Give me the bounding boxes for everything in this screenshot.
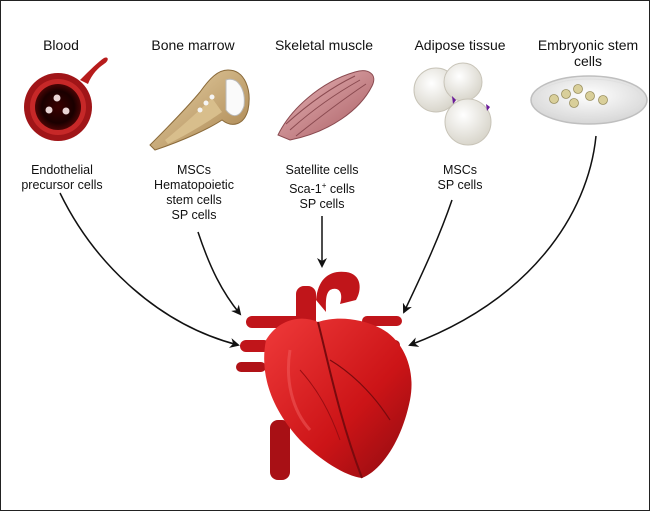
cell-type: Hematopoietic	[154, 178, 234, 192]
cell-type: precursor cells	[21, 178, 103, 192]
cell-type: MSCs	[442, 163, 478, 177]
muscle-icon	[277, 70, 375, 141]
cell-type: MSCs	[176, 163, 212, 177]
cells-bone-marrow: MSCs Hematopoietic stem cells SP cells	[142, 163, 246, 223]
source-title-bone-marrow: Bone marrow	[151, 37, 235, 53]
source-title-blood: Blood	[43, 37, 79, 53]
petri-dish-icon	[530, 75, 648, 125]
source-title-embryonic-stem-cells: Embryonic stem cells	[530, 37, 646, 69]
cell-type: SP cells	[171, 208, 217, 222]
arrow-adipose-tissue	[402, 199, 453, 314]
source-title-embryonic-line1: Embryonic stem	[537, 37, 639, 53]
cells-blood: Endothelial precursor cells	[14, 163, 110, 193]
source-title-skeletal-muscle: Skeletal muscle	[274, 37, 374, 53]
arrows	[59, 135, 597, 348]
cell-type: Endothelial	[31, 163, 93, 177]
sca1-label: Sca-1	[289, 182, 322, 197]
sca1-suffix: cells	[329, 182, 355, 197]
source-title-adipose-tissue: Adipose tissue	[414, 37, 506, 53]
fat-cells-icon	[413, 62, 492, 146]
heart-icon	[236, 271, 412, 480]
sca1-superscript: +	[321, 181, 327, 190]
arrow-bone-marrow	[197, 231, 242, 316]
arrow-embryonic-stem-cells	[408, 135, 597, 347]
cell-type: SP cells	[437, 178, 483, 192]
cell-type: SP cells	[299, 197, 345, 212]
blood-vessel-icon	[24, 57, 108, 141]
cells-skeletal-muscle: Satellite cells Sca-1+ cells SP cells	[270, 163, 374, 212]
arrow-blood	[59, 192, 240, 348]
cell-type-sca1: Sca-1+ cells	[270, 178, 374, 197]
cells-adipose-tissue: MSCs SP cells	[410, 163, 510, 193]
cell-type: stem cells	[166, 193, 222, 207]
bone-icon	[149, 69, 250, 151]
source-title-embryonic-line2: cells	[573, 53, 602, 69]
cell-type: Satellite cells	[285, 163, 359, 177]
